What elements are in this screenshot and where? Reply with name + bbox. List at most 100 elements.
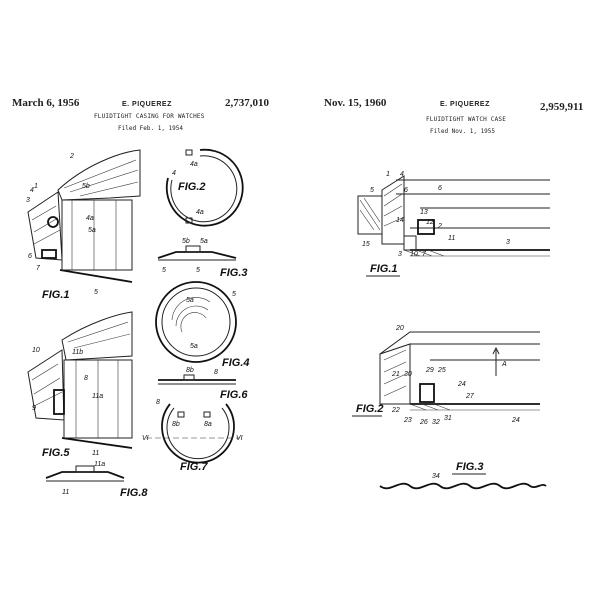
fig5-drawing <box>27 311 133 449</box>
ref-label: 5b <box>182 238 190 245</box>
ref-label: 1 <box>34 183 38 190</box>
ref-label: VI <box>236 435 243 442</box>
patent-inventor: E. PIQUEREZ <box>122 101 172 108</box>
ref-label: 11 <box>92 450 99 457</box>
ref-label: VI <box>142 435 149 442</box>
ref-label: 12 <box>426 219 434 226</box>
ref-label: 11b <box>72 349 83 356</box>
ref-label: 3 <box>26 197 30 204</box>
fig7-drawing <box>146 403 240 464</box>
r-fig3-label: FIG.3 <box>456 461 484 473</box>
ref-label: 15 <box>362 241 370 248</box>
ref-label: 6 <box>28 253 32 260</box>
ref-label: 6 <box>438 185 442 192</box>
ref-label: 34 <box>432 473 440 480</box>
ref-label: 4a <box>190 161 198 168</box>
fig8-drawing <box>45 465 125 482</box>
fig2-label: FIG.2 <box>178 181 206 193</box>
ref-label: 14 <box>396 217 404 224</box>
r-fig1-drawing <box>357 175 550 257</box>
fig4-drawing <box>155 281 237 363</box>
ref-label: 8 <box>156 399 160 406</box>
ref-label: 24 <box>511 417 520 424</box>
ref-label: 5a <box>190 343 198 350</box>
ref-label: 5 <box>162 267 166 274</box>
patent-date: Nov. 15, 1960 <box>324 97 387 109</box>
ref-label: 5a <box>88 227 96 234</box>
r-fig3-drawing <box>379 482 547 490</box>
ref-label: 24 <box>457 381 466 388</box>
patent-number: 2,737,010 <box>225 97 269 109</box>
patent-drawings-left: FIG.1 1 2 3 4 4a 5 5a 5b 6 7 FIG.2 4a 4 … <box>26 148 250 499</box>
ref-label: 25 <box>437 367 446 374</box>
ref-label: 27 <box>465 393 475 400</box>
r-fig1-label: FIG.1 <box>370 263 398 275</box>
fig3-label: FIG.3 <box>220 267 248 279</box>
ref-label: 11 <box>448 235 455 242</box>
ref-label: 4a <box>196 209 204 216</box>
ref-label: 13 <box>420 209 428 216</box>
ref-label: 2 <box>69 153 74 160</box>
ref-label: 8 <box>84 375 88 382</box>
ref-label: 5b <box>82 183 90 190</box>
r-fig2-label: FIG.2 <box>356 403 384 415</box>
ref-label: A <box>501 361 507 368</box>
ref-label: 4 <box>30 187 34 194</box>
patent-inventor: E. PIQUEREZ <box>440 101 490 108</box>
ref-label: 8a <box>204 421 212 428</box>
ref-label: 21 <box>391 371 400 378</box>
ref-label: 22 <box>391 407 400 414</box>
ref-label: 32 <box>432 419 440 426</box>
ref-label: 31 <box>444 415 452 422</box>
ref-label: 8b <box>172 421 180 428</box>
ref-label: 30 <box>404 371 412 378</box>
ref-label: 5 <box>196 267 200 274</box>
ref-label: 8b <box>186 367 194 374</box>
ref-label: 3 <box>398 251 402 258</box>
ref-label: 11 <box>62 489 69 496</box>
ref-label: 5 <box>94 289 98 296</box>
patent-drawings-right: FIG.1 1 4 6 5 6 14 13 12 2 15 3 10 7 11 … <box>352 171 550 490</box>
ref-label: 1 <box>386 171 390 178</box>
ref-label: 5a <box>186 297 194 304</box>
ref-label: 7 <box>36 265 41 272</box>
ref-label: 23 <box>403 417 412 424</box>
ref-label: 4a <box>86 215 94 222</box>
patent-sheet-right: Nov. 15, 1960 E. PIQUEREZ 2,959,911 FLUI… <box>300 0 600 600</box>
fig7-label: FIG.7 <box>180 461 208 473</box>
fig3-drawing <box>157 245 237 261</box>
ref-label: 6 <box>404 187 408 194</box>
ref-label: 5a <box>200 238 208 245</box>
ref-label: 5 <box>232 291 236 298</box>
patent-sheet-left: March 6, 1956 E. PIQUEREZ 2,737,010 FLUI… <box>12 97 269 499</box>
fig1-drawing <box>27 149 141 283</box>
patent-date: March 6, 1956 <box>12 97 80 109</box>
ref-label: 26 <box>419 419 428 426</box>
fig5-label: FIG.5 <box>42 447 70 459</box>
fig4-label: FIG.4 <box>222 357 250 369</box>
patent-title: FLUIDTIGHT WATCH CASE <box>426 116 507 123</box>
ref-label: 4 <box>172 170 176 177</box>
ref-label: 7 <box>422 251 427 258</box>
patent-filed: Filed Feb. 1, 1954 <box>118 125 184 132</box>
ref-label: 11a <box>92 393 103 400</box>
ref-label: 10 <box>32 347 40 354</box>
patent-filed: Filed Nov. 1, 1955 <box>430 128 496 135</box>
ref-label: 8 <box>214 369 218 376</box>
fig8-label: FIG.8 <box>120 487 148 499</box>
fig2-drawing <box>165 148 244 227</box>
fig1-label: FIG.1 <box>42 289 70 301</box>
ref-label: 29 <box>425 367 434 374</box>
ref-label: 11a <box>94 461 105 468</box>
ref-label: 9 <box>32 405 36 412</box>
r-fig2-drawing <box>379 331 540 411</box>
patent-number: 2,959,911 <box>540 101 584 113</box>
ref-label: 5 <box>370 187 374 194</box>
fig6-label: FIG.6 <box>220 389 248 401</box>
ref-label: 4 <box>400 171 404 178</box>
patent-title: FLUIDTIGHT CASING FOR WATCHES <box>94 113 205 120</box>
fig6-drawing <box>158 374 236 385</box>
ref-label: 2 <box>437 223 442 230</box>
ref-label: 10 <box>410 251 418 258</box>
ref-label: 3 <box>506 239 510 246</box>
